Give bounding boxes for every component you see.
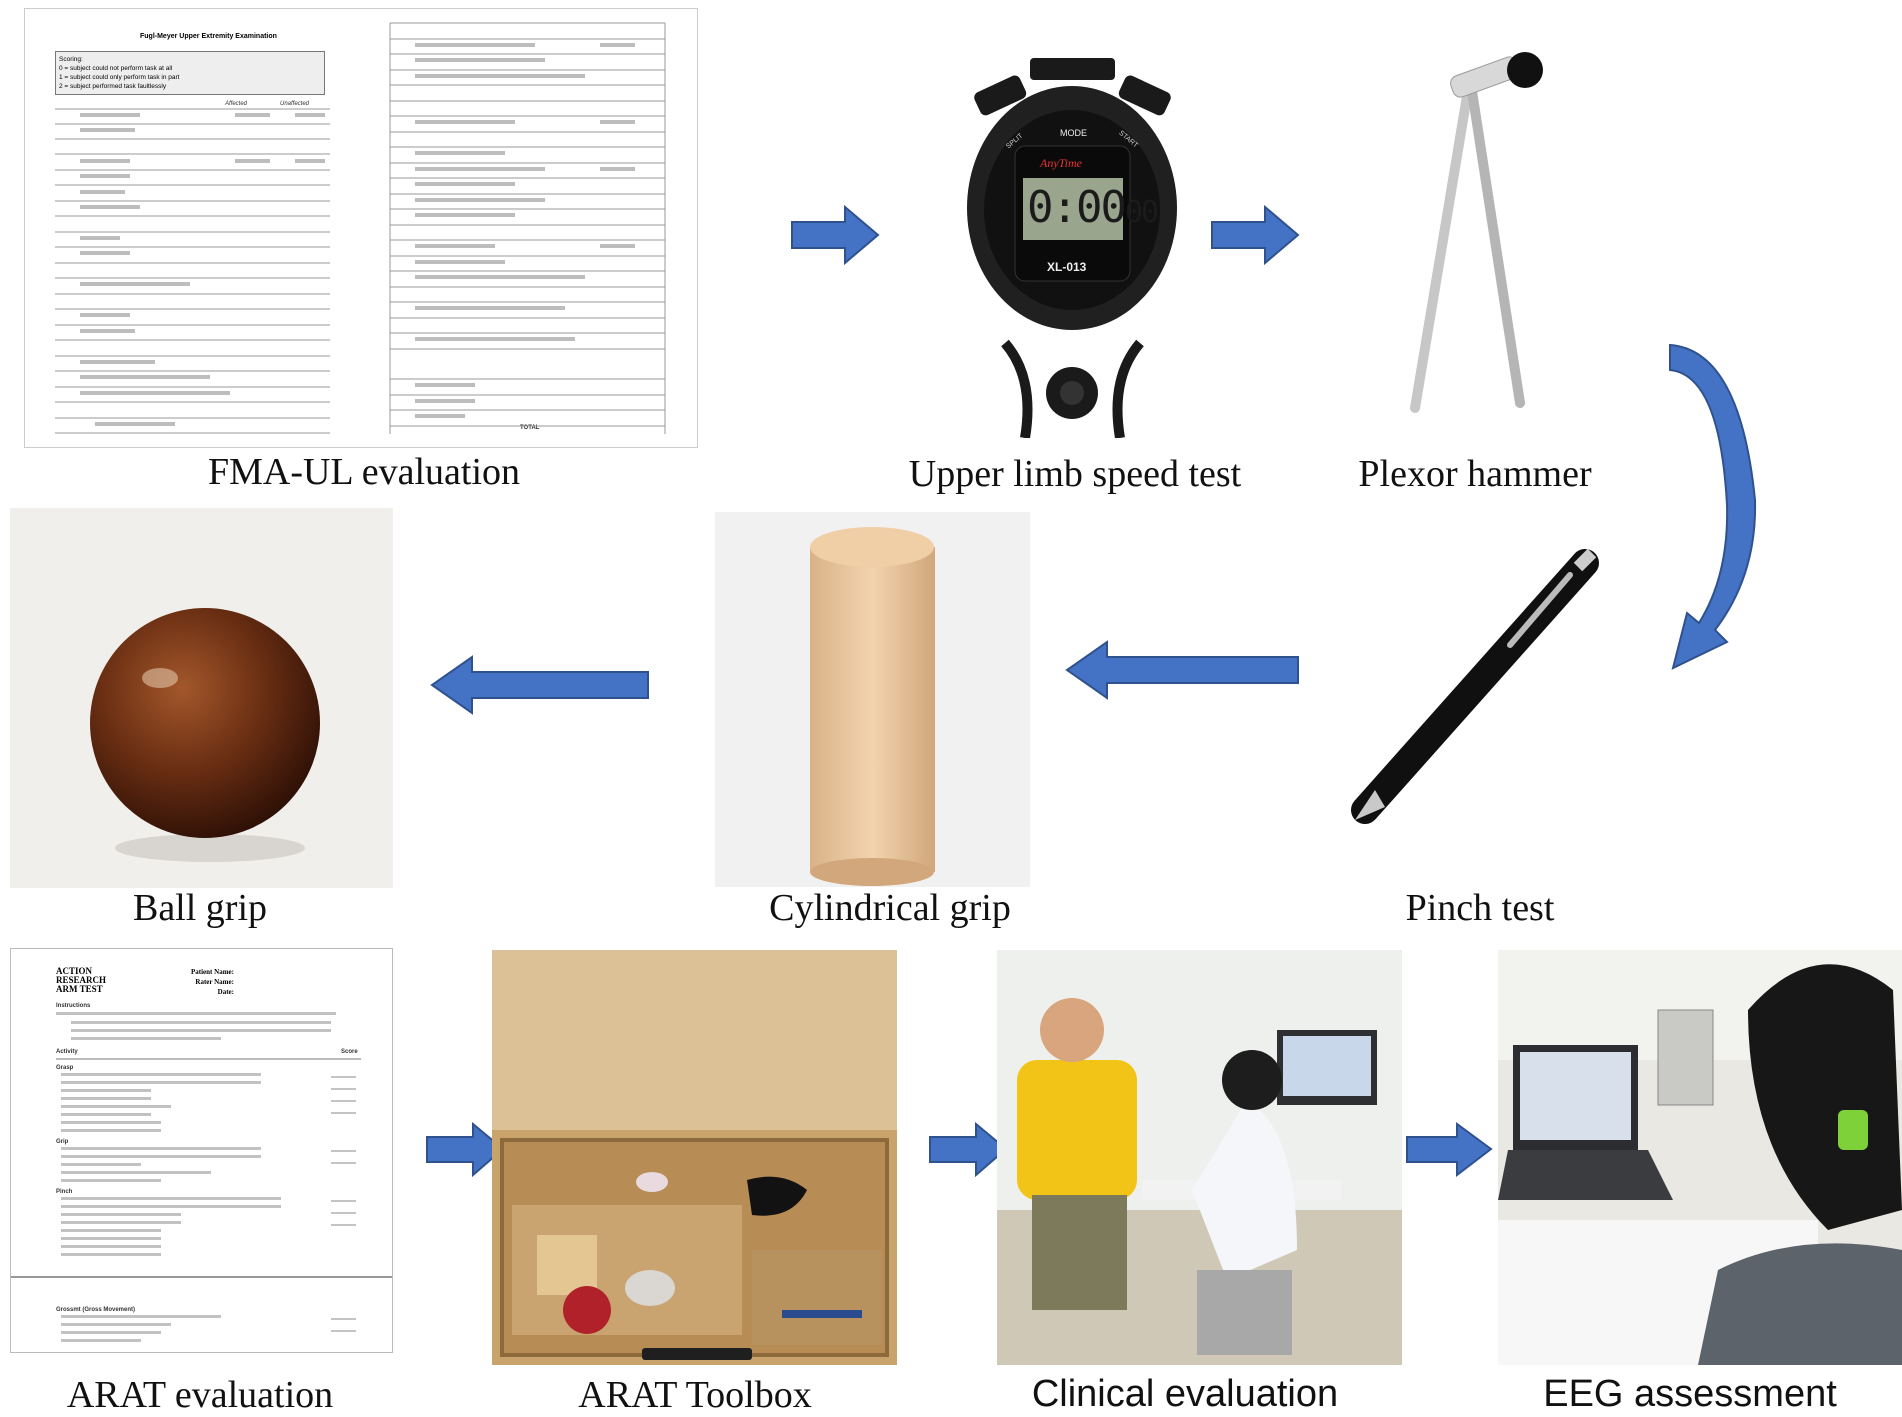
pen-graphic: [1351, 548, 1599, 824]
arat-gross-heading: Grossmt (Gross Movement): [56, 1307, 136, 1313]
arrow-left-1: [430, 655, 649, 715]
eeg-scene-graphic: [1498, 950, 1902, 1365]
arat-field-rater: Rater Name:: [195, 978, 234, 986]
arat-field-date: Date:: [217, 988, 234, 996]
caption-speed-test: Upper limb speed test: [908, 453, 1242, 495]
arrow-curved-down: [1669, 343, 1757, 670]
clinical-evaluation-image: [997, 950, 1402, 1365]
clinical-scene-graphic: [997, 950, 1402, 1365]
fma-form-title: Fugl-Meyer Upper Extremity Examination: [140, 33, 277, 40]
scoring-heading: Scoring:: [59, 56, 83, 63]
arrow-right-2: [1211, 205, 1300, 265]
fma-scoring-legend: Scoring: 0 = subject could not perform t…: [55, 51, 325, 95]
caption-arat-evaluation: ARAT evaluation: [66, 1374, 334, 1416]
caption-cylindrical-grip: Cylindrical grip: [769, 887, 1011, 929]
arrow-right-3: [426, 1122, 505, 1177]
fma-form-rows: [55, 22, 666, 434]
eeg-assessment-image: [1498, 950, 1902, 1365]
arat-grip-heading: Grip: [56, 1139, 69, 1145]
caption-fma-ul: FMA-UL evaluation: [207, 451, 521, 493]
arat-title-line-2: RESEARCH: [56, 975, 107, 985]
cylindrical-grip-image: [715, 512, 1030, 887]
scoring-2: 2 = subject performed task faultlessly: [59, 83, 167, 90]
stopwatch-model: XL-013: [1047, 260, 1087, 274]
scoring-0: 0 = subject could not perform task at al…: [59, 65, 173, 72]
arat-form-image: ACTION RESEARCH ARM TEST Patient Name: R…: [10, 948, 393, 1353]
ball-grip-image: [10, 508, 393, 888]
scoring-1: 1 = subject could only perform task in p…: [59, 74, 180, 81]
arat-grasp-heading: Grasp: [56, 1065, 74, 1071]
arat-field-patient: Patient Name:: [191, 968, 234, 976]
fma-col-unaffected: Unaffected: [280, 101, 310, 107]
stopwatch-image: MODE SPLIT START AnyTime 0:0000 XL-013: [965, 58, 1180, 438]
stopwatch-brand: AnyTime: [1040, 156, 1082, 170]
caption-plexor-hammer: Plexor hammer: [1358, 453, 1592, 495]
stopwatch-display-main: 0:00: [1027, 182, 1127, 233]
arrow-left-2: [1065, 640, 1299, 700]
arat-form-rows: [11, 1012, 392, 1342]
arrow-right-5: [1406, 1122, 1493, 1177]
wooden-cylinder-graphic: [810, 527, 935, 886]
pen-image: [1330, 545, 1610, 835]
arat-pinch-heading: Pinch: [56, 1189, 73, 1195]
fma-col-affected: Affected: [225, 101, 248, 107]
plexor-hammer-graphic: [1410, 52, 1543, 413]
arat-col-activity: Activity: [56, 1049, 78, 1055]
arat-title: ACTION RESEARCH ARM TEST: [56, 967, 106, 994]
arat-title-line-3: ARM TEST: [56, 984, 103, 994]
caption-arat-toolbox: ARAT Toolbox: [578, 1374, 812, 1416]
arat-title-line-1: ACTION: [56, 966, 93, 976]
stopwatch-display-small: 00: [1124, 195, 1159, 230]
stopwatch-display: 0:0000: [1027, 182, 1159, 233]
caption-clinical-evaluation: Clinical evaluation: [1031, 1373, 1339, 1415]
wooden-ball-graphic: [90, 608, 320, 862]
stopwatch-graphic: [967, 58, 1177, 438]
arat-instructions-heading: Instructions: [56, 1003, 91, 1009]
caption-pinch-test: Pinch test: [1405, 887, 1555, 929]
toolbox-graphic: [492, 950, 897, 1365]
arat-fields: Patient Name: Rater Name: Date:: [191, 967, 234, 997]
caption-eeg-assessment: EEG assessment: [1543, 1373, 1837, 1415]
fma-total-label: TOTAL: [520, 425, 540, 431]
arrow-right-1: [791, 205, 880, 265]
arrow-right-4: [929, 1122, 1008, 1177]
caption-ball-grip: Ball grip: [132, 887, 268, 929]
arat-col-score: Score: [341, 1049, 358, 1055]
fma-ul-form-image: Fugl-Meyer Upper Extremity Examination S…: [24, 8, 698, 448]
stopwatch-mode-label: MODE: [1060, 128, 1087, 138]
plexor-hammer-image: [1395, 48, 1545, 413]
arat-toolbox-image: [492, 950, 897, 1365]
